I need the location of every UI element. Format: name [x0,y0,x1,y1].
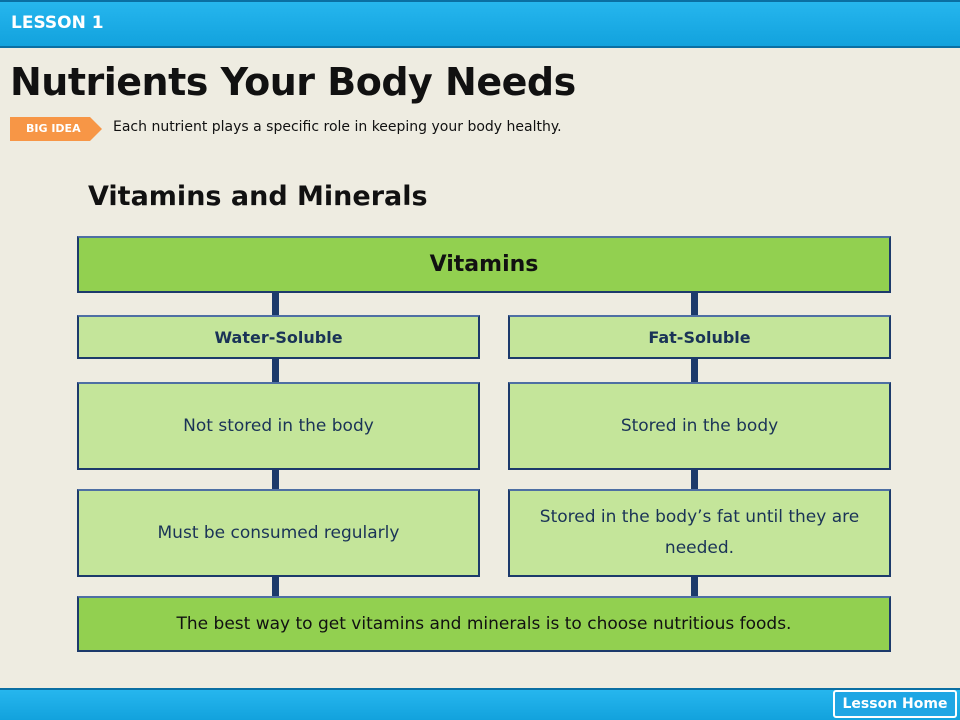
diagram-item-not-stored: Not stored in the body [77,382,480,470]
diagram-conclusion: The best way to get vitamins and mineral… [77,596,891,652]
diagram-item-label: Not stored in the body [183,415,374,436]
diagram-conclusion-label: The best way to get vitamins and mineral… [176,614,792,634]
bottom-bar [0,688,960,720]
diagram-item-label: Stored in the body’s fat until they are … [539,507,860,558]
big-idea-label: BIG IDEA [26,122,81,135]
diagram-heading-label: Water-Soluble [214,327,343,347]
section-title: Vitamins and Minerals [88,181,428,212]
diagram-root-vitamins: Vitamins [77,236,891,293]
diagram-item-consumed-regularly: Must be consumed regularly [77,489,480,577]
diagram-heading-water-soluble: Water-Soluble [77,315,480,359]
lesson-home-button[interactable]: Lesson Home [833,690,957,718]
lesson-label: LESSON 1 [11,13,104,33]
diagram-item-label: Must be consumed regularly [157,522,400,543]
big-idea-badge [10,117,102,141]
diagram-heading-label: Fat-Soluble [648,327,751,347]
page-title: Nutrients Your Body Needs [10,60,576,104]
diagram-item-stored: Stored in the body [508,382,891,470]
diagram-item-label: Stored in the body [620,415,779,436]
big-idea-text: Each nutrient plays a specific role in k… [113,119,562,135]
top-bar [0,0,960,48]
lesson-home-label: Lesson Home [842,696,948,712]
diagram-heading-fat-soluble: Fat-Soluble [508,315,891,359]
diagram-item-stored-in-fat: Stored in the body’s fat until they are … [508,489,891,577]
diagram-root-label: Vitamins [429,252,539,277]
